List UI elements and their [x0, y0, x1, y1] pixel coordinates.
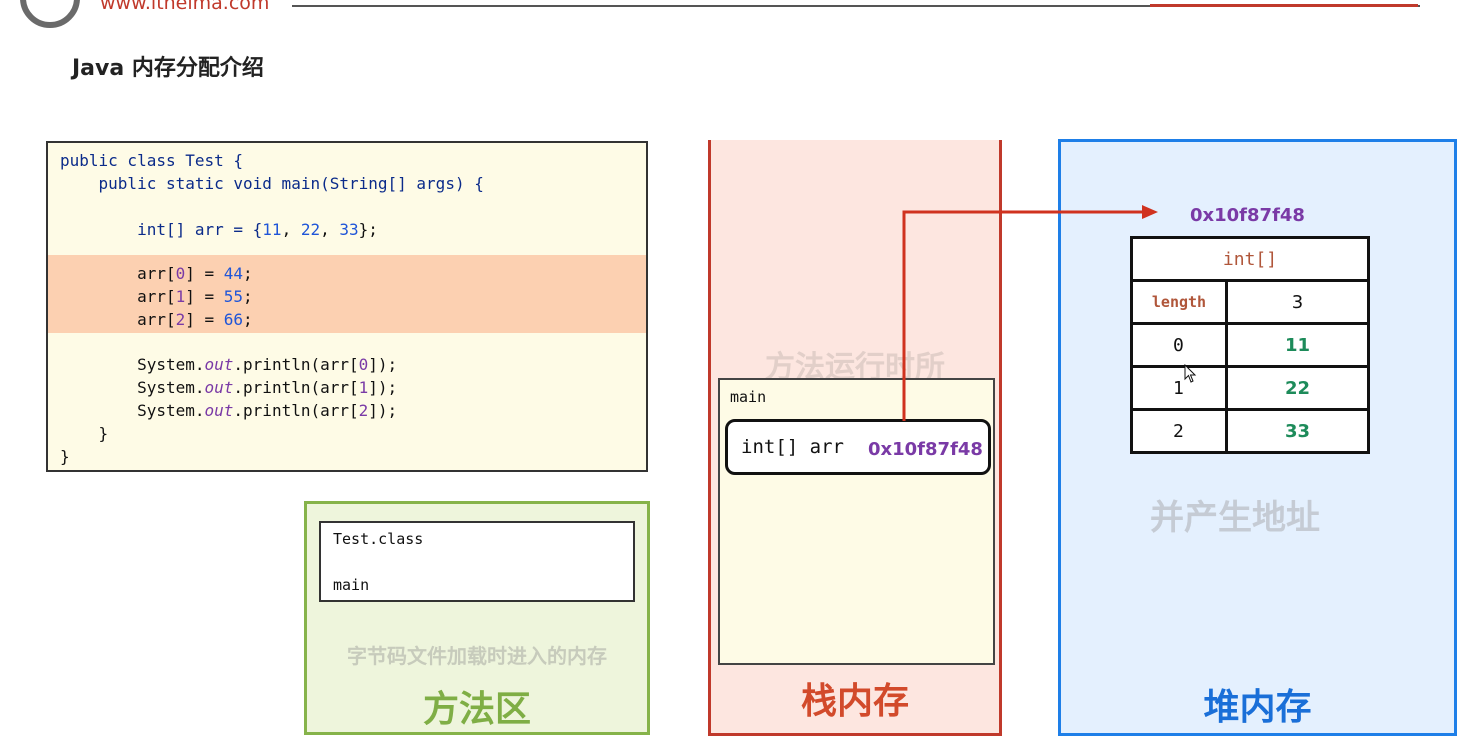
site-url: www.itheima.com — [100, 0, 270, 14]
array-value: 11 — [1228, 325, 1367, 368]
code-panel: public class Test { public static void m… — [46, 141, 648, 472]
mouse-cursor-icon — [1184, 364, 1197, 383]
header-accent-divider — [1150, 4, 1418, 7]
variable-declaration: int[] arr — [741, 436, 844, 458]
stack-variable: int[] arr 0x10f87f48 — [725, 419, 991, 475]
array-index: 2 — [1133, 411, 1228, 451]
array-index: 0 — [1133, 325, 1228, 368]
method-area-description: 字节码文件加载时进入的内存 — [347, 644, 607, 668]
code-line: arr[2] = 66; — [60, 310, 253, 329]
array-value: 22 — [1228, 368, 1367, 411]
length-value: 3 — [1228, 282, 1367, 325]
code-line: arr[1] = 55; — [60, 287, 253, 306]
code-line: public static void main(String[] args) { — [60, 174, 484, 193]
code-line: } — [60, 447, 70, 466]
code-line: System.out.println(arr[2]); — [60, 401, 398, 420]
array-object: int[] length 3 0 11 1 22 2 33 — [1130, 236, 1370, 454]
array-type: int[] — [1133, 239, 1367, 282]
stack-title: 栈内存 — [800, 681, 909, 722]
code-line: System.out.println(arr[0]); — [60, 355, 398, 374]
code-line: System.out.println(arr[1]); — [60, 378, 398, 397]
code-line: int[] arr = {11, 22, 33}; — [60, 220, 378, 239]
length-label: length — [1133, 282, 1228, 325]
heap-title: 堆内存 — [1203, 687, 1312, 728]
code-line: public class Test { — [60, 151, 244, 170]
array-value: 33 — [1284, 420, 1311, 442]
method-area-title: 方法区 — [422, 689, 531, 730]
class-name: Test.class — [333, 530, 424, 548]
array-index: 1 — [1133, 368, 1228, 411]
frame-name: main — [730, 388, 767, 406]
code-line: arr[0] = 44; — [60, 264, 253, 283]
heap-ghost-text: 并产生地址 — [1150, 498, 1320, 538]
code-line: } — [60, 424, 109, 443]
loaded-class-box: Test.class main — [319, 521, 635, 602]
heap-address: 0x10f87f48 — [1190, 205, 1305, 226]
page-title: Java 内存分配介绍 — [72, 56, 264, 81]
code-highlight — [48, 255, 646, 333]
reference-arrow-head — [1142, 205, 1158, 219]
method-name: main — [333, 576, 370, 594]
header-divider — [292, 5, 1420, 7]
variable-address: 0x10f87f48 — [868, 439, 983, 460]
reference-arrow-line — [902, 210, 1145, 421]
